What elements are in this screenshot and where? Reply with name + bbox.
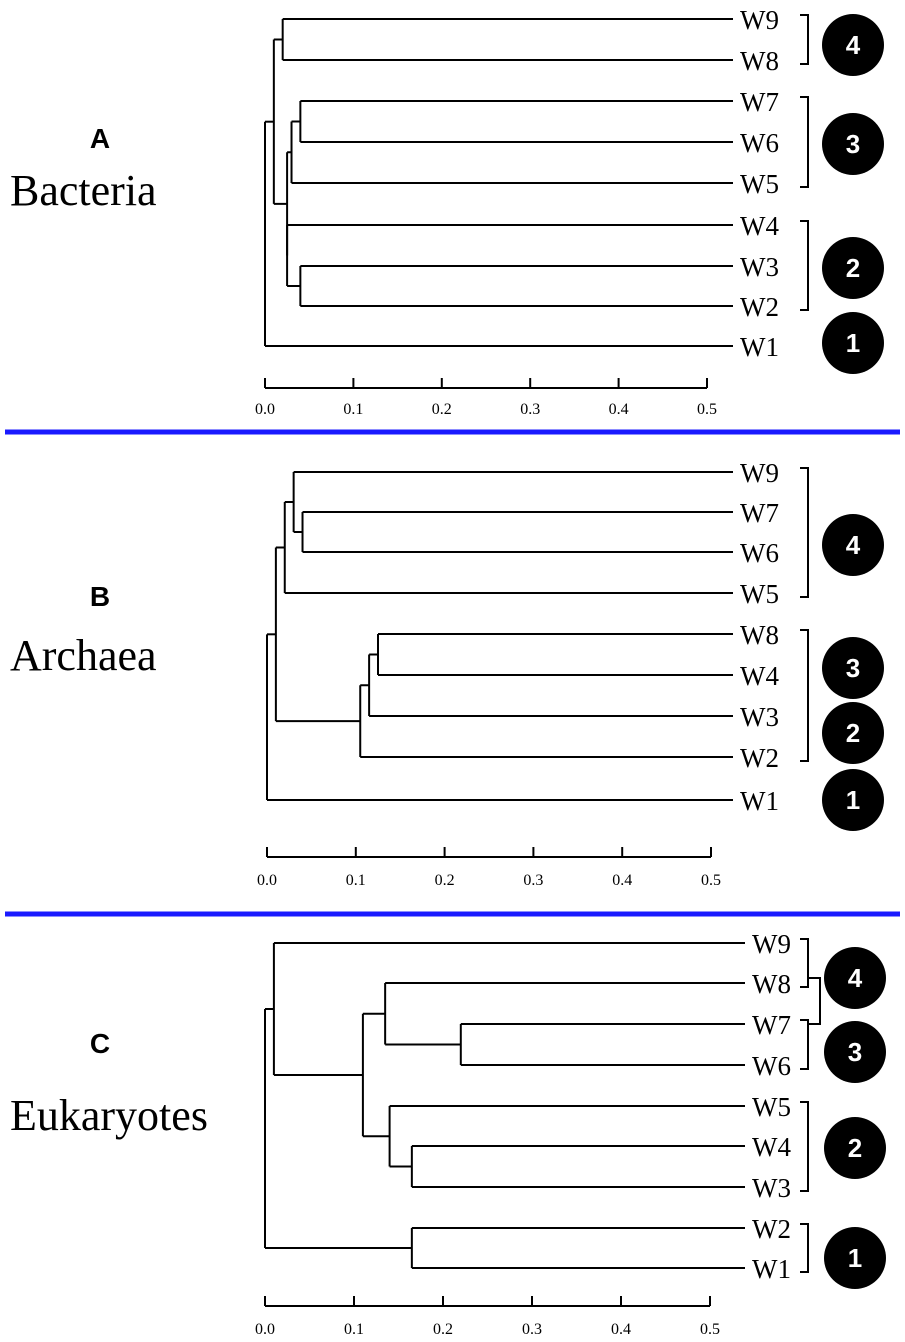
cluster-number: 4: [846, 530, 861, 560]
cluster-badge: [822, 769, 884, 831]
axis-tick-label: 0.0: [255, 1321, 275, 1338]
cluster-badge: [824, 1021, 886, 1083]
axis-tick-label: 0.0: [255, 401, 275, 418]
panel-title-bacteria: Bacteria: [10, 166, 157, 215]
panel-title-eukaryotes: Eukaryotes: [10, 1091, 208, 1140]
cluster-number: 1: [846, 785, 860, 815]
axis-tick-label: 0.1: [344, 1321, 364, 1338]
leaf-label: W5: [740, 579, 779, 609]
cluster-badge: [822, 312, 884, 374]
leaf-label: W8: [740, 620, 779, 650]
axis-tick-label: 0.0: [257, 872, 277, 889]
panel-title-archaea: Archaea: [10, 631, 157, 680]
cluster-badge: [824, 1117, 886, 1179]
axis-tick-label: 0.3: [523, 872, 543, 889]
axis-tick-label: 0.5: [697, 401, 717, 418]
cluster-number: 2: [848, 1133, 862, 1163]
cluster-bracket: [800, 629, 809, 762]
axis-tick-label: 0.2: [433, 1321, 453, 1338]
axis-tick-label: 0.3: [522, 1321, 542, 1338]
leaf-label: W9: [740, 5, 779, 35]
cluster-badge: [822, 237, 884, 299]
cluster-number: 3: [848, 1037, 862, 1067]
leaf-label: W6: [740, 538, 779, 568]
cluster-bracket: [800, 1223, 809, 1273]
leaf-label: W9: [740, 458, 779, 488]
leaf-label: W3: [752, 1173, 791, 1203]
cluster-bracket: [800, 467, 809, 598]
axis-tick-label: 0.4: [611, 1321, 631, 1338]
leaf-label: W4: [740, 211, 779, 241]
axis-tick-label: 0.5: [701, 872, 721, 889]
panel-letter-b: B: [90, 581, 110, 612]
cluster-badge: [822, 14, 884, 76]
leaf-label: W4: [752, 1132, 791, 1162]
cluster-number: 3: [846, 653, 860, 683]
axis-tick-label: 0.4: [612, 872, 632, 889]
cluster-bracket: [800, 96, 809, 188]
cluster-number: 4: [846, 30, 861, 60]
cluster-bracket: [800, 1019, 809, 1070]
panel-letter-a: A: [90, 123, 110, 154]
cluster-number: 1: [846, 328, 860, 358]
cluster-badge: [822, 514, 884, 576]
cluster-number: 4: [848, 963, 863, 993]
leaf-label: W2: [752, 1214, 791, 1244]
axis-tick-label: 0.2: [435, 872, 455, 889]
cluster-bracket: [800, 1101, 809, 1192]
leaf-label: W9: [752, 929, 791, 959]
cluster-number: 2: [846, 718, 860, 748]
cluster-number: 2: [846, 253, 860, 283]
panel-letter-c: C: [90, 1028, 110, 1059]
cluster-number: 3: [846, 129, 860, 159]
cluster-badge: [822, 702, 884, 764]
cluster-badge: [822, 113, 884, 175]
leaf-label: W5: [740, 169, 779, 199]
leaf-label: W8: [740, 46, 779, 76]
leaf-label: W5: [752, 1092, 791, 1122]
leaf-label: W3: [740, 252, 779, 282]
leaf-label: W7: [752, 1010, 791, 1040]
leaf-label: W2: [740, 292, 779, 322]
cluster-number: 1: [848, 1243, 862, 1273]
axis-tick-label: 0.2: [432, 401, 452, 418]
leaf-label: W6: [740, 128, 779, 158]
leaf-label: W6: [752, 1051, 791, 1081]
axis-tick-label: 0.1: [343, 401, 363, 418]
cluster-badge: [824, 1227, 886, 1289]
leaf-label: W8: [752, 969, 791, 999]
leaf-label: W7: [740, 498, 779, 528]
cluster-bracket: [800, 220, 809, 311]
axis-tick-label: 0.4: [609, 401, 629, 418]
leaf-label: W1: [740, 332, 779, 362]
cluster-bracket: [800, 14, 809, 65]
axis-tick-label: 0.5: [700, 1321, 720, 1338]
axis-tick-label: 0.3: [520, 401, 540, 418]
leaf-label: W4: [740, 661, 779, 691]
cluster-badge: [822, 637, 884, 699]
axis-tick-label: 0.1: [346, 872, 366, 889]
leaf-label: W7: [740, 87, 779, 117]
leaf-label: W3: [740, 702, 779, 732]
leaf-label: W1: [752, 1254, 791, 1284]
cluster-badge: [824, 947, 886, 1009]
cluster-bracket: [808, 977, 821, 1025]
leaf-label: W2: [740, 743, 779, 773]
cluster-bracket: [800, 938, 809, 988]
leaf-label: W1: [740, 786, 779, 816]
